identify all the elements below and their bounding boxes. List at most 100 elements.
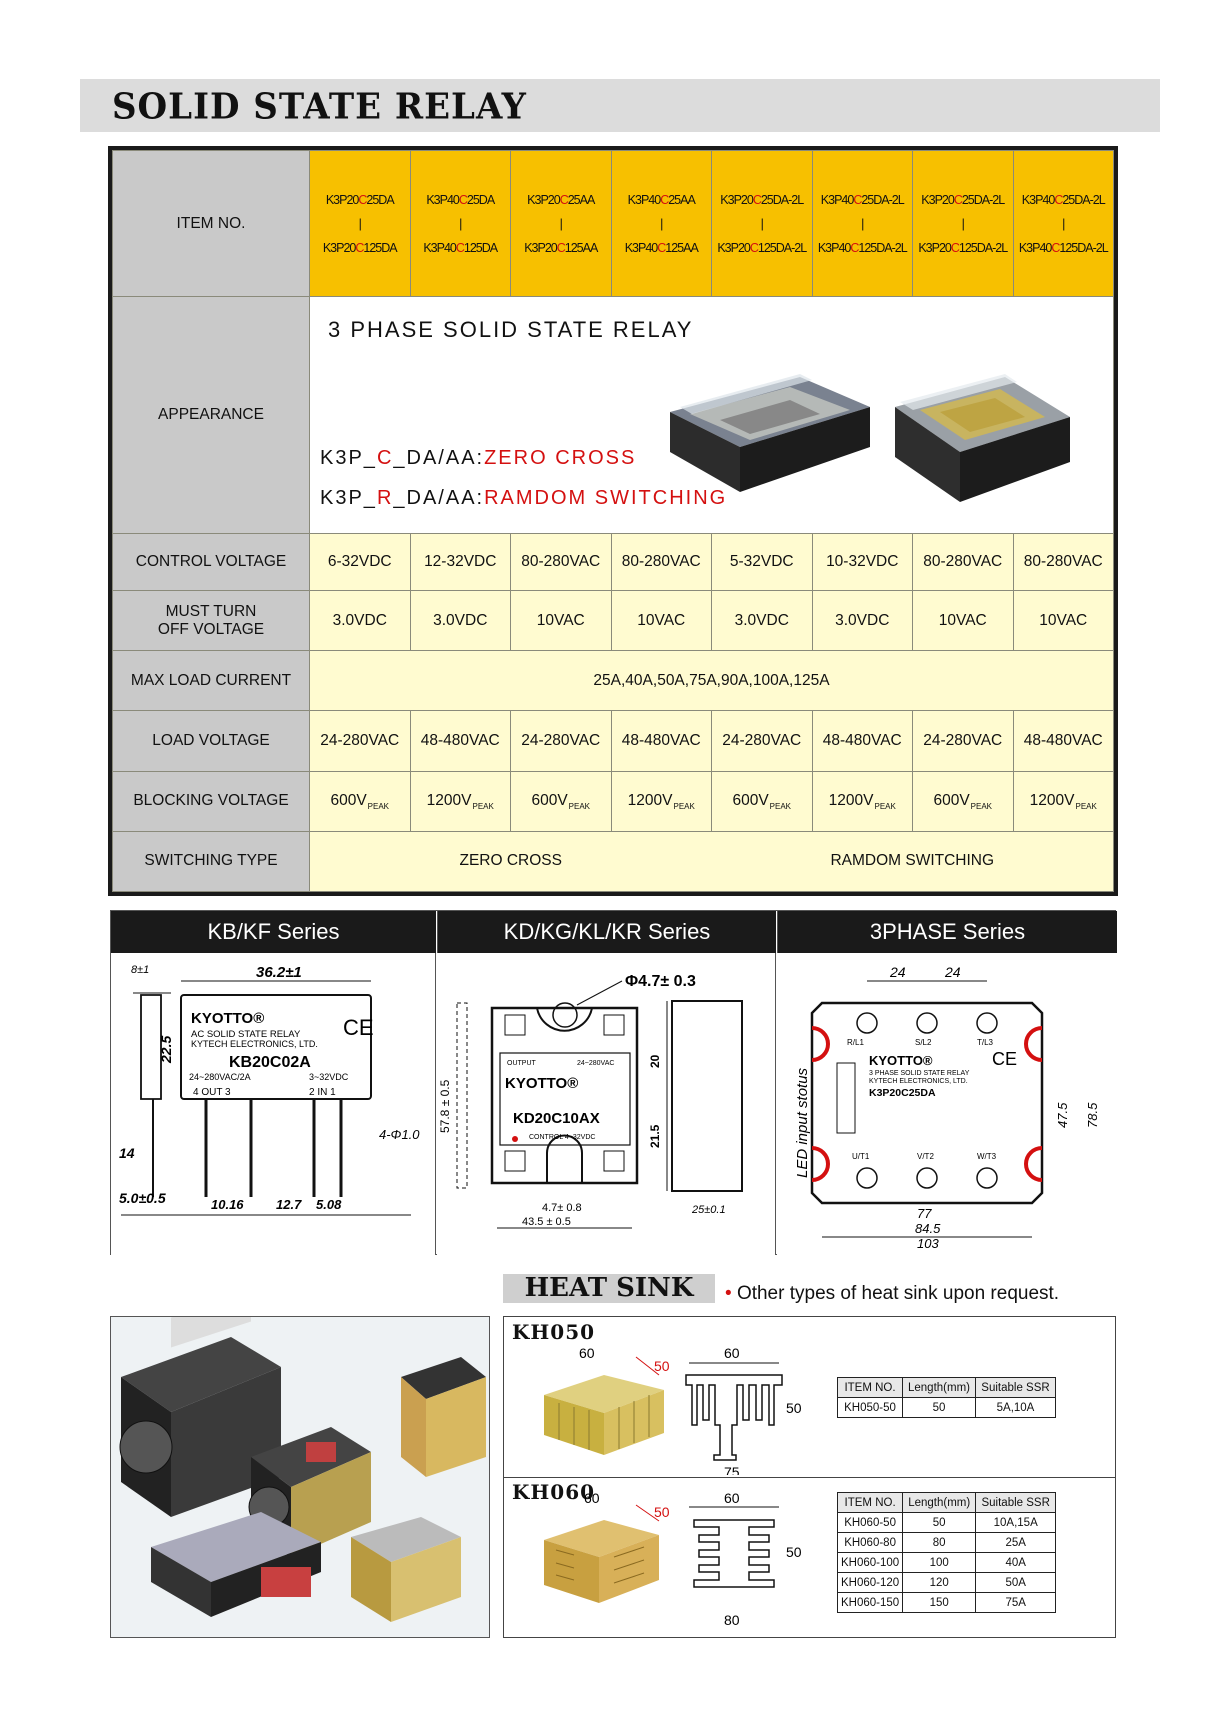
kh060-drawing: 60 50 60 50 80 (544, 1490, 802, 1628)
random-switching-code: K3P_R_DA/AA:RAMDOM SWITCHING (320, 487, 728, 510)
load-voltage-cell: 24-280VAC (912, 710, 1014, 772)
kb-dim-p3: 5.08 (316, 1197, 342, 1212)
item-bottom: K3P20C125DA-2L (717, 240, 807, 255)
title-bar: SOLID STATE RELAY (80, 79, 1160, 132)
control-voltage-cell: 5-32VDC (711, 533, 813, 592)
relay-photo-1 (670, 374, 870, 493)
control-voltage-cell: 80-280VAC (912, 533, 1014, 592)
kd-model: KD20C10AX (513, 1110, 600, 1127)
kh050-d50: 50 (654, 1358, 670, 1374)
item-bottom: K3P20C125AA (524, 240, 598, 255)
item-sep: | (1062, 216, 1065, 231)
item-top: K3P20C25DA-2L (720, 192, 804, 207)
blocking-cell: 1200VPEAK (1012, 770, 1114, 832)
blocking-cell: 600VPEAK (309, 770, 411, 832)
ph-dim-h1: 47.5 (1055, 1102, 1070, 1128)
blocking-cell: 600VPEAK (510, 770, 612, 832)
3phase-series-header: 3PHASE Series (777, 911, 1117, 953)
item-sep: | (861, 216, 864, 231)
appearance-title: 3 PHASE SOLID STATE RELAY (328, 317, 694, 343)
item-top: K3P40C25AA (627, 192, 696, 207)
item-bottom: K3P20C125DA-2L (918, 240, 1008, 255)
blocking-cell: 600VPEAK (711, 770, 813, 832)
load-voltage-cell: 24-280VAC (711, 710, 813, 772)
kh050-title: KH050 (512, 1320, 596, 1344)
item-cell: K3P20C25DA|K3P20C125DA (309, 149, 411, 298)
series-panel: KB/KF Series KD/KG/KL/KR Series 3PHASE S… (110, 910, 1117, 1255)
item-cell: K3P20C25AA|K3P20C125AA (510, 149, 612, 298)
row-appearance: APPEARANCE 3 PHASE SOLID STATE RELAY K3P… (112, 296, 1114, 535)
kb-line1: AC SOLID STATE RELAY (191, 1029, 301, 1040)
heat-sink-label: HEAT SINK (503, 1274, 715, 1303)
load-voltage-cell: 24-280VAC (510, 710, 612, 772)
3phase-series-drawing: 24 24 47.5 78.5 77 84.5 103 LED input st… (777, 953, 1117, 1255)
kb-line2: KYTECH ELECTRONICS, LTD. (191, 1039, 318, 1049)
turnoff-cell: 10VAC (912, 590, 1014, 652)
item-bottom: K3P40C125DA (423, 240, 498, 255)
turnoff-cell: 10VAC (610, 590, 712, 652)
item-sep: | (660, 216, 663, 231)
kh050-drawing: 60 50 60 50 75 (544, 1345, 802, 1475)
label-appearance: APPEARANCE (112, 296, 310, 535)
load-voltage-cell: 48-480VAC (610, 710, 712, 772)
kh050-d60: 60 (579, 1345, 595, 1361)
spec-table: ITEM NO. K3P20C25DA|K3P20C125DA K3P40C25… (108, 146, 1118, 896)
kd-series-drawing: Φ4.7± 0.3 57.8 ± 0.5 20 21.5 4.7± 0.8 43… (437, 953, 776, 1255)
page-title: SOLID STATE RELAY (112, 86, 527, 128)
label-control-voltage: CONTROL VOLTAGE (112, 533, 310, 592)
load-voltage-cell: 24-280VAC (309, 710, 411, 772)
kd-dim-d2: 21.5 (648, 1124, 662, 1148)
heat-sink-photo-svg (111, 1291, 489, 1637)
turnoff-cell: 10VAC (1012, 590, 1114, 652)
ph-dim-w3: 103 (917, 1236, 939, 1251)
kd-drawing-svg: Φ4.7± 0.3 57.8 ± 0.5 20 21.5 4.7± 0.8 43… (438, 973, 743, 1229)
control-voltage-cell: 80-280VAC (610, 533, 712, 592)
item-bottom: K3P40C125AA (624, 240, 699, 255)
turnoff-cell: 3.0VDC (811, 590, 913, 652)
row-control-voltage: CONTROL VOLTAGE 6-32VDC 12-32VDC 80-280V… (112, 533, 1114, 592)
label-switching-type: SWITCHING TYPE (112, 830, 310, 893)
kd-dim-height: 57.8 ± 0.5 (438, 1079, 452, 1133)
switching-zero-cross: ZERO CROSS (309, 830, 712, 893)
heat-sink-note: • Other types of heat sink upon request. (725, 1283, 1060, 1304)
ph-t2: S/L2 (915, 1038, 932, 1047)
turnoff-cell: 10VAC (510, 590, 612, 652)
item-bottom: K3P20C125DA (322, 240, 398, 255)
kb-dim-width: 36.2±1 (256, 964, 302, 981)
label-max-current: MAX LOAD CURRENT (112, 650, 310, 712)
item-top: K3P20C25DA-2L (921, 192, 1005, 207)
kb-dim-height: 22.5 (158, 1036, 174, 1064)
control-voltage-cell: 80-280VAC (510, 533, 612, 592)
item-top: K3P20C25DA (325, 192, 395, 207)
kh060-d60: 60 (584, 1490, 600, 1506)
blocking-cell: 1200VPEAK (811, 770, 913, 832)
kd-series-header: KD/KG/KL/KR Series (437, 911, 776, 953)
row-item-no: ITEM NO. K3P20C25DA|K3P20C125DA K3P40C25… (112, 149, 1114, 298)
kd-dim-w1: 4.7± 0.8 (542, 1202, 582, 1214)
switching-random: RAMDOM SWITCHING (711, 830, 1114, 893)
ph-dim-d2: 24 (944, 964, 961, 980)
row-max-current: MAX LOAD CURRENT 25A,40A,50A,75A,90A,100… (112, 650, 1114, 712)
ph-dim-w1: 77 (917, 1206, 932, 1221)
kb-dim-top: 8±1 (131, 964, 149, 976)
row-switching-type: SWITCHING TYPE ZERO CROSS RAMDOM SWITCHI… (112, 830, 1114, 893)
item-bottom: K3P40C125DA-2L (1018, 240, 1109, 255)
kd-dim-d1: 20 (648, 1054, 662, 1068)
ph-model: K3P20C25DA (869, 1087, 936, 1099)
kh050-s75: 75 (724, 1464, 740, 1475)
heat-sink-unit-5 (351, 1517, 461, 1622)
kb-brand: KYOTTO® (191, 1010, 264, 1027)
ph-line2: KYTECH ELECTRONICS, LTD. (869, 1078, 968, 1085)
item-cell: K3P40C25DA-2L|K3P40C125DA-2L (1012, 149, 1114, 298)
kb-v2: 3~32VDC (309, 1072, 349, 1082)
kd-v: 24~280VAC (577, 1060, 614, 1067)
label-blocking-voltage: BLOCKING VOLTAGE (112, 770, 310, 832)
ph-ce-icon: CE (992, 1049, 1017, 1069)
3phase-drawing-svg: 24 24 47.5 78.5 77 84.5 103 LED input st… (794, 964, 1100, 1251)
